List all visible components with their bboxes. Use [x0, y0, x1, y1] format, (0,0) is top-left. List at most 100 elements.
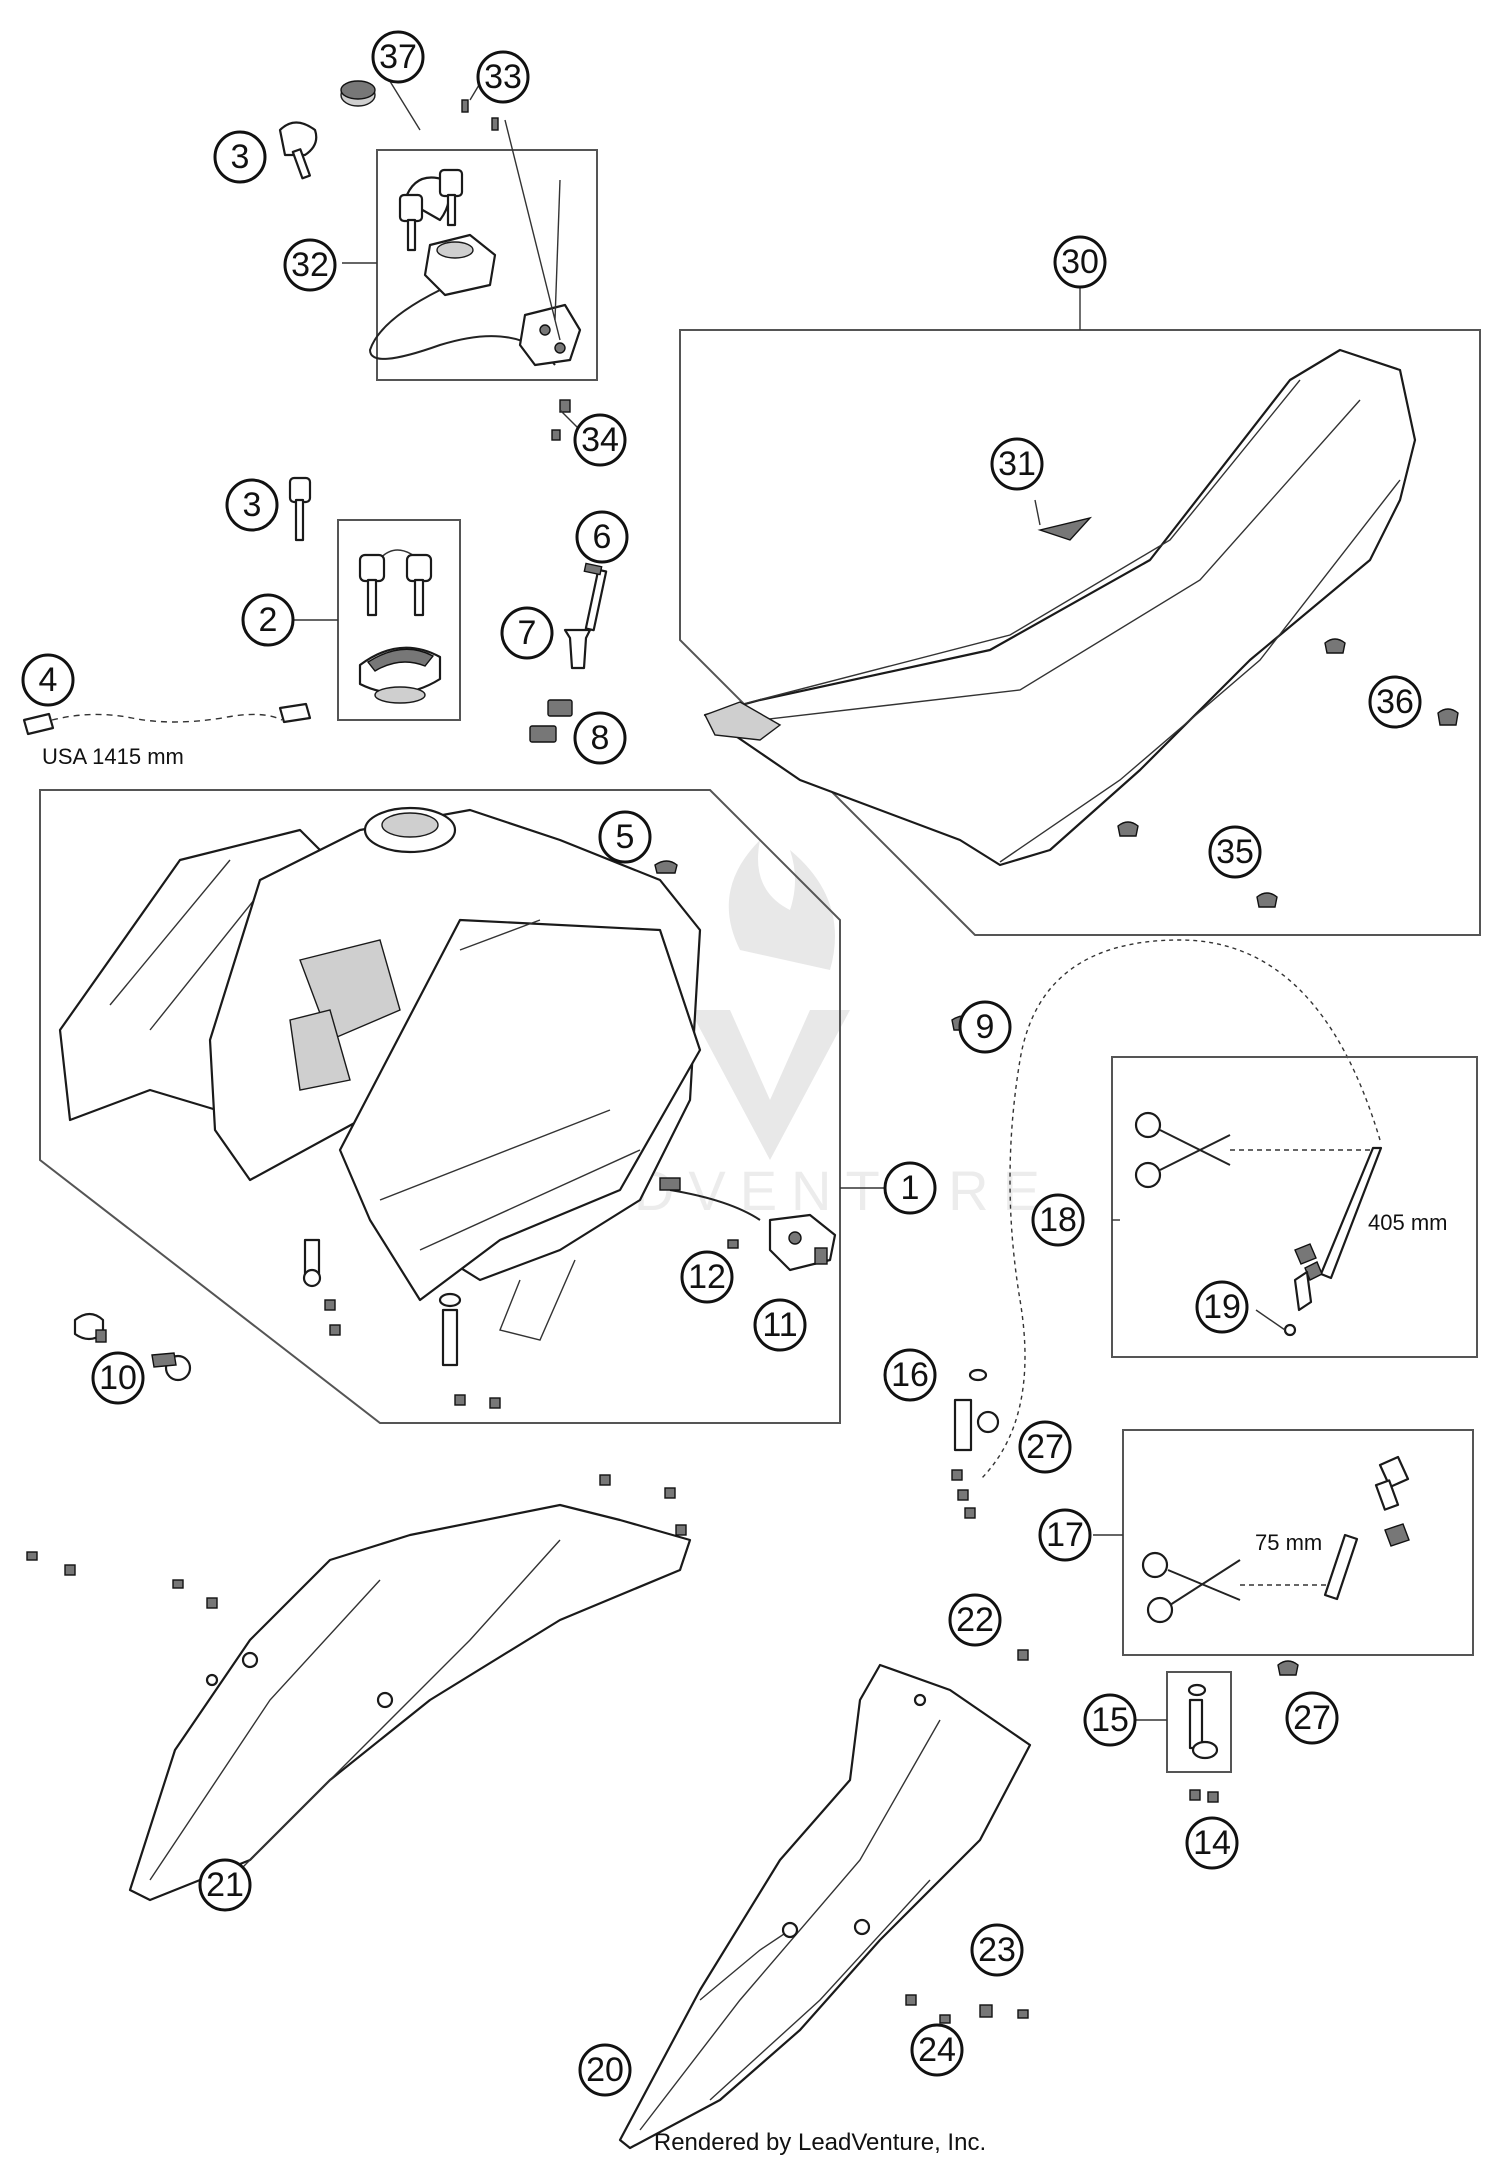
callout-36: 36: [1368, 675, 1422, 729]
shroud-right-20: [618, 1617, 1032, 2150]
callout-7: 7: [500, 606, 554, 660]
ignition-lock-box: [376, 149, 598, 381]
callout-16: 16: [883, 1348, 937, 1402]
bolt-6-icon: [583, 562, 608, 632]
callout-33: 33: [476, 50, 530, 104]
svg-text:16: 16: [891, 1356, 929, 1394]
svg-text:36: 36: [1376, 683, 1414, 721]
hose-length-usa: USA 1415 mm: [42, 744, 184, 769]
screw-5-icon: [654, 860, 678, 874]
key-3-top-icon: [278, 121, 318, 180]
callout-35: 35: [1208, 825, 1262, 879]
svg-text:22: 22: [956, 1601, 994, 1639]
svg-text:27: 27: [1026, 1428, 1064, 1466]
hose-cut-box: [1111, 1056, 1478, 1358]
tank-right-panel: [338, 918, 702, 1302]
hose-cut-short-box: [1122, 1429, 1474, 1656]
seat-body: [703, 348, 1417, 867]
svg-text:9: 9: [976, 1008, 995, 1046]
svg-text:7: 7: [518, 614, 537, 652]
seat-bolt-36b-icon: [1437, 708, 1459, 726]
callout-5: 5: [598, 810, 652, 864]
callout-22: 22: [948, 1593, 1002, 1647]
callout-3a: 3: [213, 130, 267, 184]
callout-2: 2: [241, 593, 295, 647]
svg-text:31: 31: [998, 445, 1036, 483]
nut-8-icon: [529, 699, 573, 743]
svg-text:15: 15: [1091, 1701, 1129, 1739]
lock-cap-icon: [340, 80, 376, 107]
rivet-7-icon: [563, 628, 592, 670]
callout-23: 23: [970, 1923, 1024, 1977]
callout-10: 10: [91, 1351, 145, 1405]
seat-badge-icon: [1037, 516, 1093, 541]
callout-11: 11: [753, 1298, 807, 1352]
tank-petcock-right-icon: [438, 1292, 501, 1409]
nut-27-icon: [1277, 1660, 1299, 1676]
callout-8: 8: [573, 711, 627, 765]
svg-text:20: 20: [586, 2051, 624, 2089]
key-3-mid-icon: [288, 476, 312, 542]
svg-text:24: 24: [918, 2031, 956, 2069]
seat-frame: [679, 329, 1481, 936]
callout-4: 4: [21, 653, 75, 707]
svg-text:4: 4: [39, 661, 58, 699]
callouts: 37 33 3 32 34 3 2 6 7 8 4 30 31 36 35 5 …: [21, 30, 1422, 2097]
seat-bolt-35b-icon: [1256, 892, 1278, 908]
petcock-15-box: [1166, 1671, 1232, 1773]
fuel-cap-keys-icon: [358, 553, 433, 617]
footer-credit: Rendered by LeadVenture, Inc.: [654, 2129, 986, 2156]
svg-text:3: 3: [243, 486, 262, 524]
fuel-tank-frame: [39, 789, 841, 1424]
svg-text:1: 1: [901, 1169, 920, 1207]
callout-15: 15: [1083, 1693, 1137, 1747]
svg-text:37: 37: [379, 38, 417, 76]
callout-1: 1: [883, 1161, 937, 1215]
key-pair-icon: [398, 168, 464, 252]
svg-text:8: 8: [591, 719, 610, 757]
callout-18: 18: [1031, 1193, 1085, 1247]
callout-21: 21: [198, 1858, 252, 1912]
svg-text:6: 6: [593, 518, 612, 556]
shroud-right-body: [618, 1663, 1032, 2150]
fuel-cap-assembly: [337, 519, 461, 721]
fuel-level-sensor-icon: [659, 1177, 837, 1272]
callout-34: 34: [573, 413, 627, 467]
svg-text:5: 5: [616, 818, 635, 856]
bolt-10-icon: [73, 1312, 192, 1382]
hose-cut-short-assembly: 75 mm: [1122, 1429, 1474, 1656]
callout-3b: 3: [225, 478, 279, 532]
seat-latch-icon: [518, 303, 582, 367]
callout-31: 31: [990, 437, 1044, 491]
svg-text:27: 27: [1293, 1699, 1331, 1737]
tank-petcock-left-icon: [302, 1238, 341, 1336]
callout-19: 19: [1195, 1280, 1249, 1334]
svg-text:21: 21: [206, 1866, 244, 1904]
svg-text:19: 19: [1203, 1288, 1241, 1326]
callout-27b: 27: [1285, 1691, 1339, 1745]
callout-17: 17: [1038, 1508, 1092, 1562]
seat-bolt-35a-icon: [1117, 821, 1139, 837]
callout-37: 37: [371, 30, 425, 84]
petcock-15-assembly: [1166, 1671, 1232, 1803]
callout-30: 30: [1053, 235, 1107, 289]
fuel-cap-icon: [358, 646, 442, 704]
svg-text:18: 18: [1039, 1201, 1077, 1239]
svg-text:23: 23: [978, 1931, 1016, 1969]
callout-6: 6: [575, 510, 629, 564]
ignition-lock-assembly: [368, 119, 598, 381]
fuel-hose-cut-assembly: 405 mm: [979, 939, 1478, 1481]
screw-34-icon: [551, 399, 571, 441]
callout-24: 24: [910, 2023, 964, 2077]
svg-text:2: 2: [259, 601, 278, 639]
shroud-left-body: [128, 1503, 692, 1902]
callout-27a: 27: [1018, 1420, 1072, 1474]
scissors-17-icon: [1141, 1551, 1241, 1624]
seat-bolt-36a-icon: [1324, 638, 1346, 654]
callout-20: 20: [578, 2043, 632, 2097]
callout-32: 32: [283, 238, 337, 292]
screw-33-icon: [461, 99, 499, 131]
svg-text:12: 12: [688, 1258, 726, 1296]
hose-cut-length-long: 405 mm: [1368, 1210, 1447, 1235]
